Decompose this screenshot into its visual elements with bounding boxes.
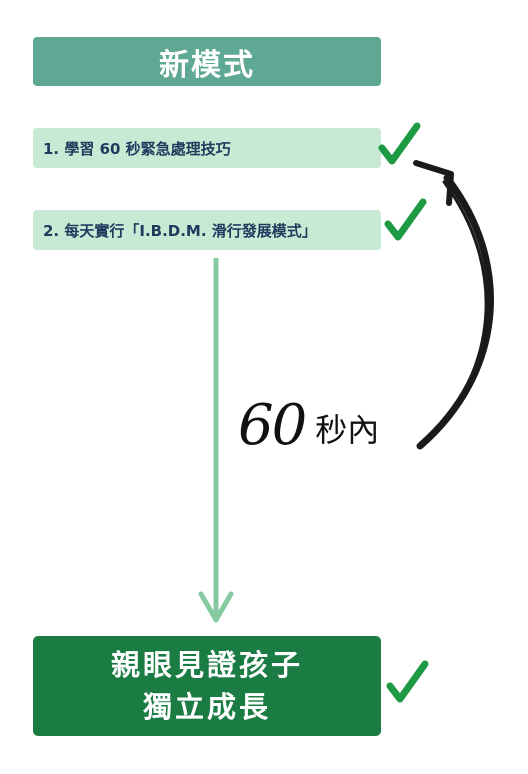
step-1: 1. 學習 60 秒緊急處理技巧 bbox=[33, 128, 381, 168]
check-mark-icon bbox=[384, 198, 427, 241]
curved-arrow-up-icon bbox=[413, 160, 494, 450]
step-2-label: 2. 每天實行「I.B.D.M. 滑行發展模式」 bbox=[43, 221, 317, 240]
annotation-text: 秒內 bbox=[315, 411, 380, 449]
arrow-down-icon bbox=[198, 258, 234, 623]
step-2: 2. 每天實行「I.B.D.M. 滑行發展模式」 bbox=[33, 210, 381, 250]
result-line-2: 獨立成長 bbox=[142, 690, 271, 724]
check-mark-icon bbox=[378, 122, 421, 165]
header-title: 新模式 bbox=[159, 47, 255, 83]
time-annotation: 60 秒內 bbox=[238, 398, 379, 454]
check-mark-icon bbox=[386, 660, 429, 703]
annotation-number: 60 bbox=[238, 393, 307, 458]
step-1-label: 1. 學習 60 秒緊急處理技巧 bbox=[43, 139, 231, 158]
header-title-box: 新模式 bbox=[33, 37, 381, 86]
result-line-1: 親眼見證孩子 bbox=[110, 648, 303, 682]
result-box: 親眼見證孩子 獨立成長 bbox=[33, 636, 381, 736]
